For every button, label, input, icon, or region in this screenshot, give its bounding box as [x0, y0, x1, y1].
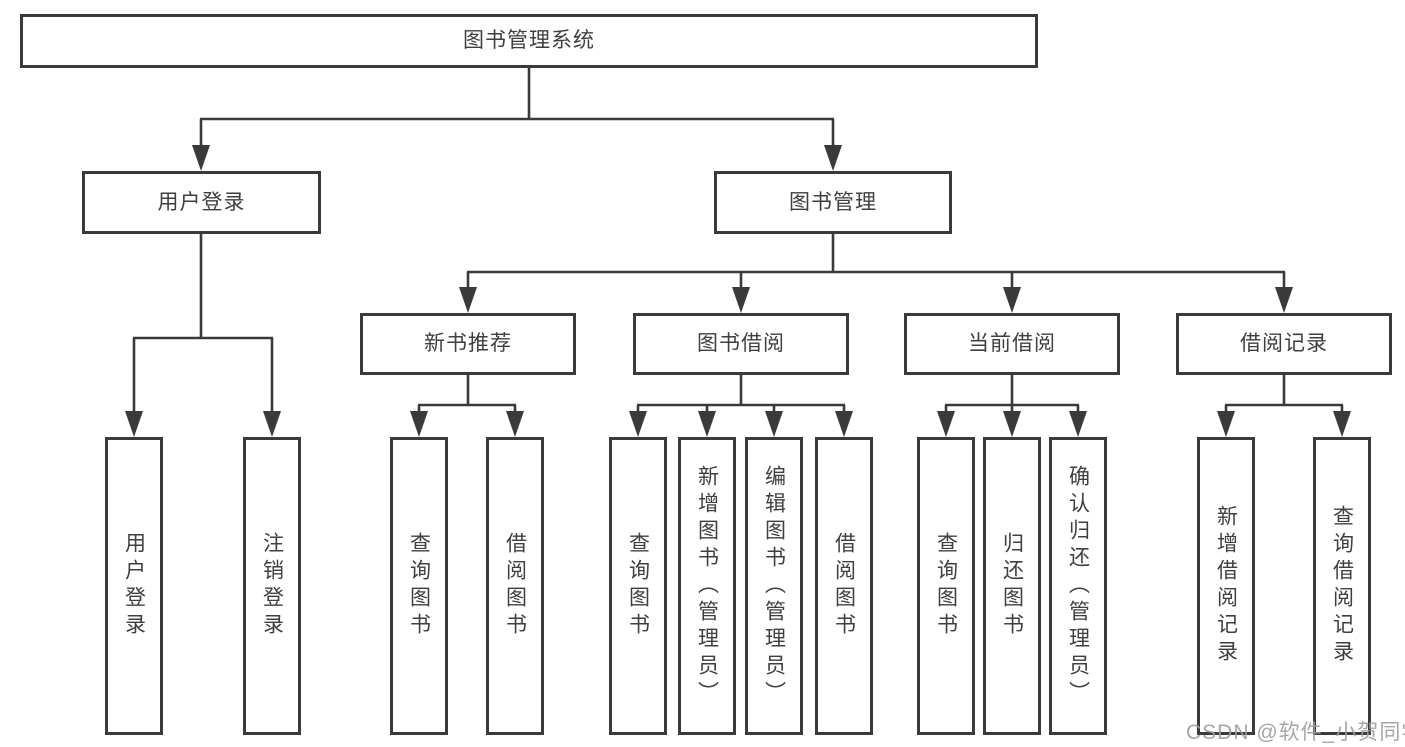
- leaf-edit-book-admin: 编辑图书（管理员）: [745, 437, 803, 735]
- node-book-management-branch: 图书管理: [714, 171, 952, 234]
- leaf-add-book-admin: 新增图书（管理员）: [678, 437, 736, 735]
- leaf-add-borrow-record: 新增借阅记录: [1197, 437, 1255, 735]
- leaf-label: 确认归还（管理员）: [1066, 464, 1090, 708]
- leaf-label: 新增借阅记录: [1214, 505, 1238, 667]
- node-user-login-branch: 用户登录: [82, 171, 321, 234]
- leaf-label: 编辑图书（管理员）: [762, 464, 786, 708]
- node-root: 图书管理系统: [20, 14, 1038, 68]
- csdn-watermark: CSDN @软件_小贺同学: [1186, 721, 1405, 744]
- node-label: 新书推荐: [424, 332, 512, 356]
- leaf-label: 查询图书: [407, 532, 431, 640]
- node-label: 借阅记录: [1240, 332, 1328, 356]
- leaf-label: 借阅图书: [832, 532, 856, 640]
- node-book-borrow: 图书借阅: [633, 313, 849, 375]
- leaf-query-books-3: 查询图书: [917, 437, 975, 735]
- leaf-label: 查询图书: [934, 532, 958, 640]
- leaf-label: 注销登录: [260, 532, 284, 640]
- leaf-label: 查询图书: [626, 532, 650, 640]
- leaf-logout: 注销登录: [243, 437, 301, 735]
- leaf-label: 借阅图书: [503, 532, 527, 640]
- leaf-query-borrow-record: 查询借阅记录: [1313, 437, 1371, 735]
- leaf-borrow-books-2: 借阅图书: [815, 437, 873, 735]
- leaf-label: 新增图书（管理员）: [695, 464, 719, 708]
- node-label: 图书借阅: [697, 332, 785, 356]
- node-root-label: 图书管理系统: [463, 29, 595, 53]
- node-label: 用户登录: [157, 190, 246, 214]
- node-borrow-records: 借阅记录: [1176, 313, 1392, 375]
- leaf-query-books-1: 查询图书: [390, 437, 448, 735]
- node-current-borrow: 当前借阅: [904, 313, 1120, 375]
- leaf-label: 查询借阅记录: [1330, 505, 1354, 667]
- leaf-user-login: 用户登录: [105, 437, 163, 735]
- leaf-return-book: 归还图书: [983, 437, 1041, 735]
- leaf-label: 用户登录: [122, 532, 146, 640]
- leaf-label: 归还图书: [1000, 532, 1024, 640]
- leaf-query-books-2: 查询图书: [609, 437, 667, 735]
- node-label: 图书管理: [789, 190, 877, 214]
- node-label: 当前借阅: [968, 332, 1056, 356]
- leaf-borrow-books-1: 借阅图书: [486, 437, 544, 735]
- node-new-book-recommend: 新书推荐: [360, 313, 576, 375]
- leaf-confirm-return-admin: 确认归还（管理员）: [1049, 437, 1107, 735]
- arrowheads: [125, 145, 1351, 437]
